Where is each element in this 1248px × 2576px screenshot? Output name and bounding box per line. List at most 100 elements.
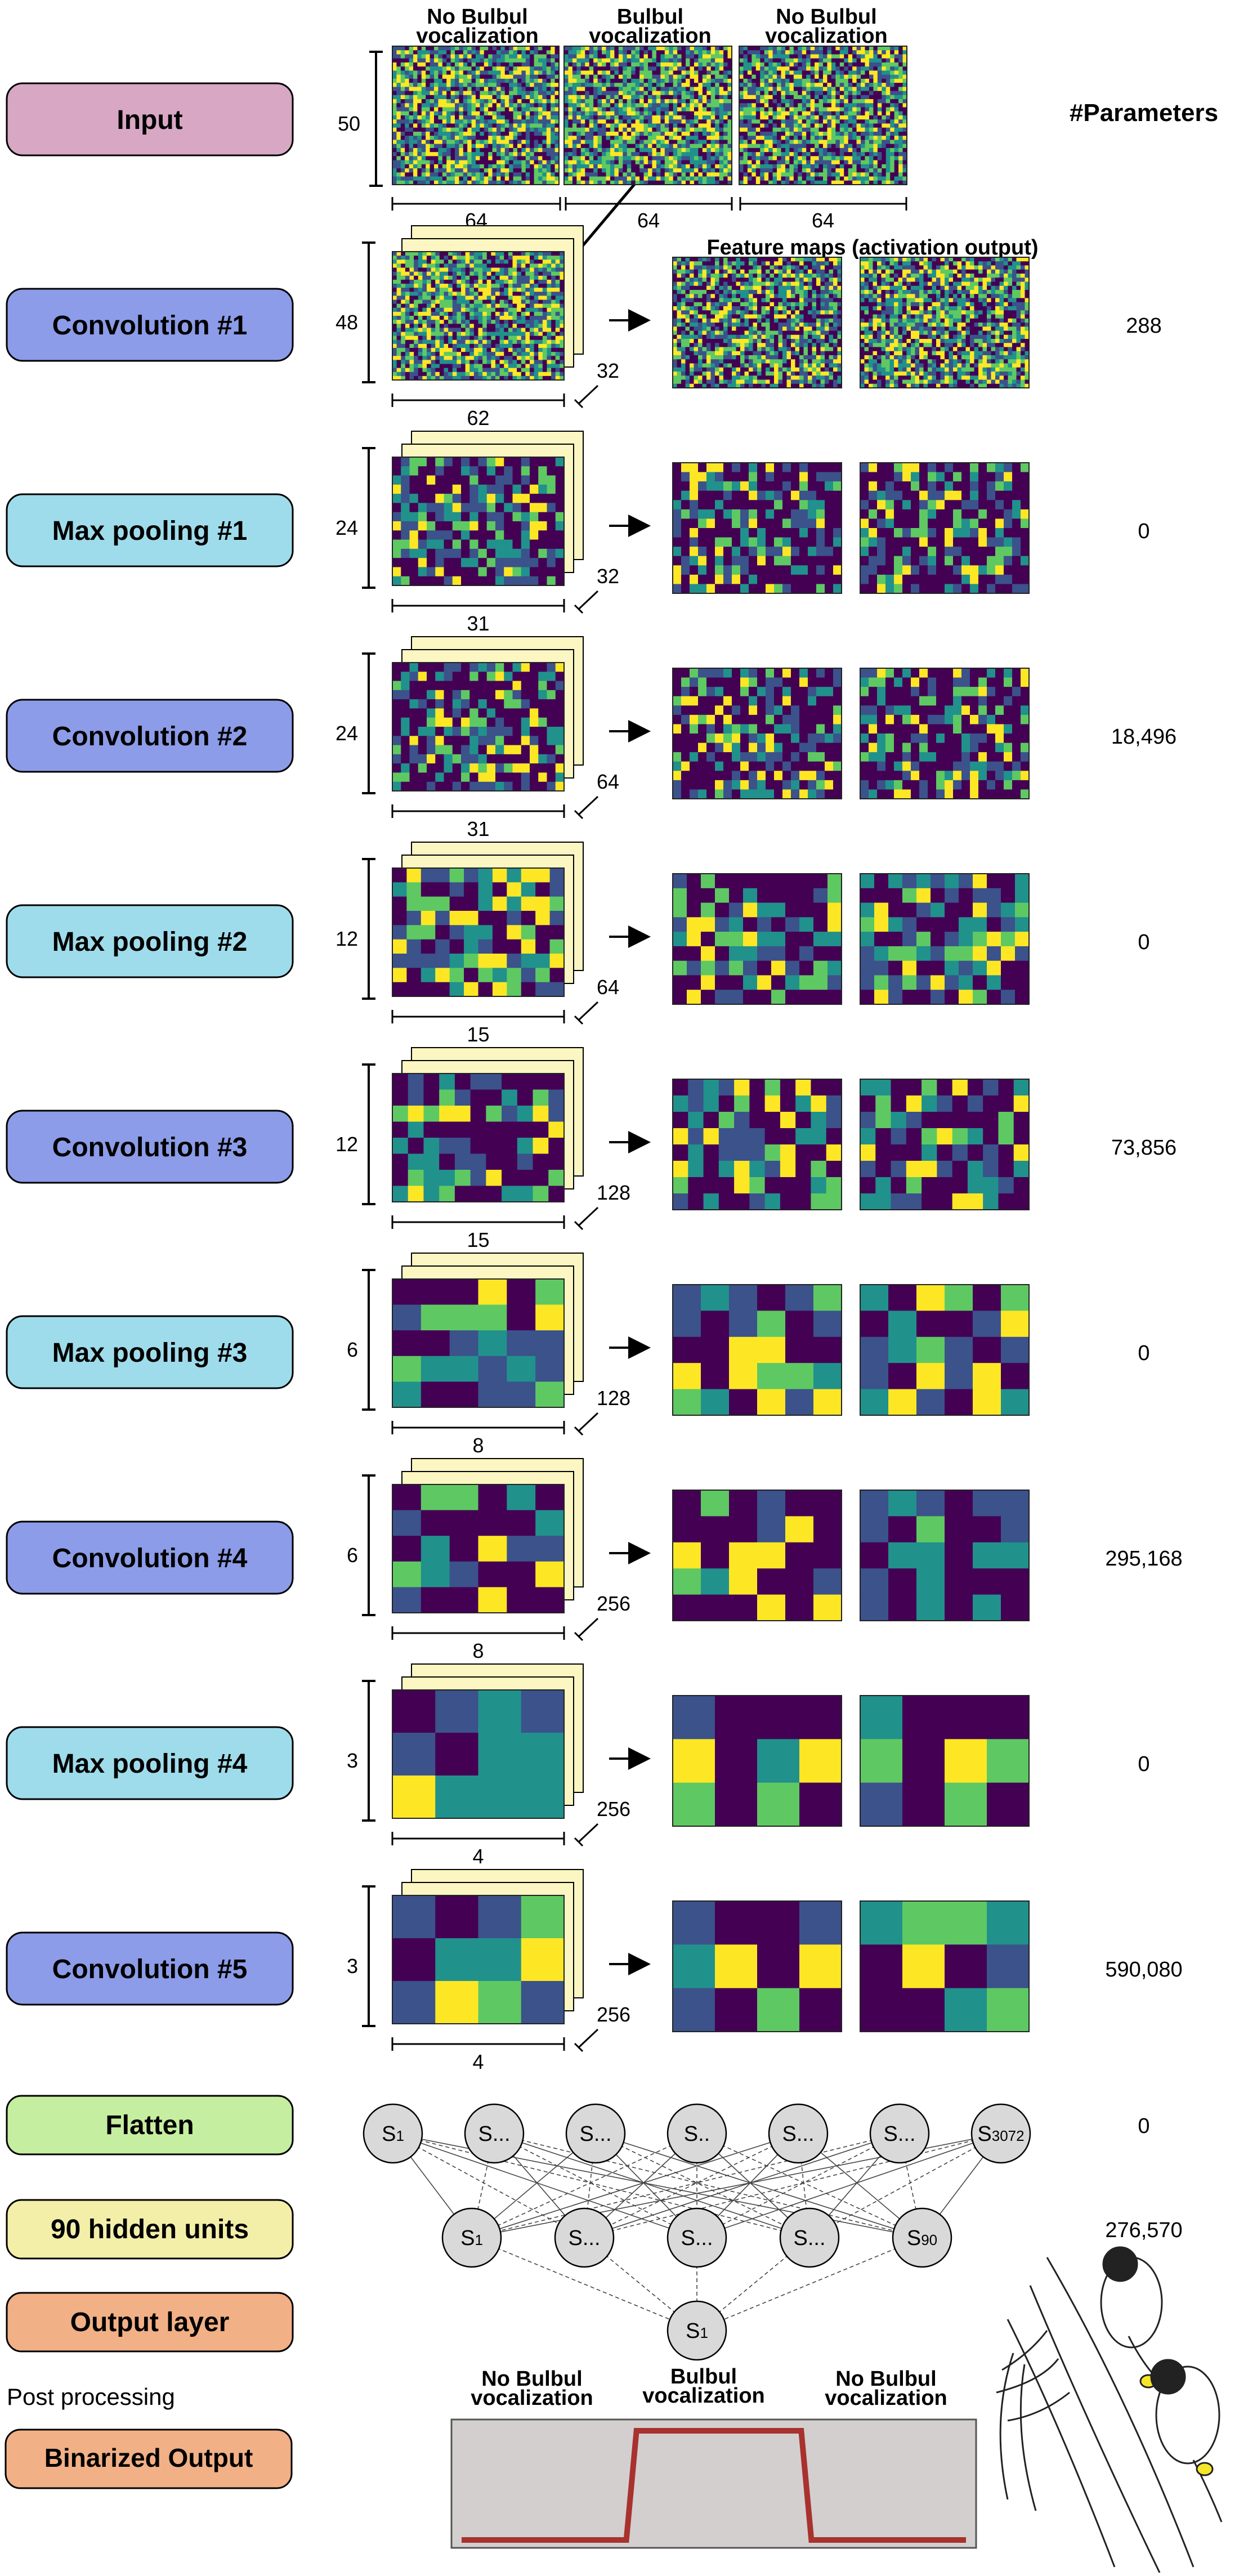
layer-volume-front xyxy=(392,1895,565,2024)
layer-depth-label: 32 xyxy=(597,359,619,382)
layer-label-box xyxy=(6,288,294,362)
segment-label-1-line1: No Bulbul xyxy=(481,2367,582,2391)
layer-height-label: 6 xyxy=(347,1544,358,1567)
layer-label: Max pooling #3 xyxy=(52,1338,248,1368)
node-symbol: S... xyxy=(883,2122,915,2146)
flatten-node: S3072 xyxy=(970,2103,1031,2164)
layer-width-label: 15 xyxy=(467,1228,489,1251)
layer-param-count: 288 xyxy=(1126,314,1161,338)
segment-label-2-line2: vocalization xyxy=(642,2384,765,2408)
segment-label-3-line2: vocalization xyxy=(825,2386,947,2410)
input-label-1-line2: vocalization xyxy=(416,24,539,48)
dense-label-box xyxy=(6,2199,294,2260)
node-symbol: S... xyxy=(681,2226,713,2250)
layer-height-label: 48 xyxy=(336,311,358,334)
layer-depth-label: 64 xyxy=(597,976,619,999)
layer-depth-label: 32 xyxy=(597,565,619,588)
feature-maps-title: Feature maps (activation output) xyxy=(706,236,1038,260)
feature-map-1 xyxy=(672,668,842,799)
flatten-node: S... xyxy=(565,2103,626,2164)
layer-label: Convolution #4 xyxy=(52,1544,248,1573)
layer-height-label: 3 xyxy=(347,1749,358,1772)
hidden-node: S90 xyxy=(892,2207,952,2268)
layer-depth-label: 64 xyxy=(597,770,619,793)
layer-width-label: 4 xyxy=(472,2050,484,2073)
input-spectrogram-no-bulbul-1 xyxy=(392,46,560,185)
layer-label: Convolution #3 xyxy=(52,1133,248,1162)
feature-map-1 xyxy=(672,462,842,594)
bulbul-bird-illustration-icon xyxy=(996,2246,1223,2573)
input-label-2-line2: vocalization xyxy=(589,24,712,48)
layer-volume-front xyxy=(392,867,565,997)
input-label-3-line2: vocalization xyxy=(765,24,888,48)
layer-depth-label: 128 xyxy=(597,1387,630,1410)
input-spectrogram-bulbul xyxy=(563,46,732,185)
layer-volume-front xyxy=(392,251,565,381)
input-dimensions: 50 64 64 64 xyxy=(338,51,907,232)
feature-map-2 xyxy=(860,1490,1030,1621)
feature-map-2 xyxy=(860,257,1030,388)
layer-label: Max pooling #4 xyxy=(52,1749,248,1779)
post-processing-title: Post processing xyxy=(7,2383,175,2410)
layer-param-count: 0 xyxy=(1138,931,1149,954)
dense-param-count: 276,570 xyxy=(1105,2219,1182,2242)
binarized-output-label: Binarized Output xyxy=(44,2443,253,2472)
flatten-node: S.. xyxy=(667,2103,727,2164)
layer-label: Max pooling #2 xyxy=(52,927,248,957)
feature-map-1 xyxy=(672,873,842,1005)
layer-width-label: 4 xyxy=(472,1845,484,1868)
layer-width-label: 15 xyxy=(467,1023,489,1046)
layer-label-box xyxy=(6,1726,294,1800)
layer-label-box xyxy=(6,493,294,567)
feature-map-2 xyxy=(860,1695,1030,1827)
layer-row-8: Convolution #4 295,168 6 8 256 xyxy=(6,1458,1183,1662)
input-label-3-line1: No Bulbul xyxy=(776,5,876,29)
layer-label: Convolution #1 xyxy=(52,311,248,341)
layer-param-count: 18,496 xyxy=(1111,725,1177,749)
layer-volume-front xyxy=(392,1278,565,1408)
feature-map-1 xyxy=(672,1490,842,1621)
node-subscript: 1 xyxy=(396,2127,404,2144)
layer-label: Convolution #2 xyxy=(52,722,248,752)
node-symbol: S... xyxy=(478,2122,510,2146)
layer-label-box xyxy=(6,1520,294,1595)
binarized-signal-line xyxy=(462,2428,966,2543)
input-labels: No Bulbul vocalization Bulbul vocalizati… xyxy=(416,5,888,48)
flatten-node: S... xyxy=(869,2103,930,2164)
layer-param-count: 295,168 xyxy=(1105,1547,1182,1571)
node-symbol: S.. xyxy=(684,2122,710,2146)
dense-label-box xyxy=(6,2095,294,2155)
layer-label-box xyxy=(6,699,294,773)
feature-map-1 xyxy=(672,257,842,388)
layer-label-box xyxy=(6,1931,294,2006)
segment-label-3-line1: No Bulbul xyxy=(835,2367,936,2391)
node-subscript: 1 xyxy=(700,2324,708,2341)
layer-depth-label: 256 xyxy=(597,1592,630,1615)
binarized-output-label-box xyxy=(5,2429,293,2489)
node-subscript: 90 xyxy=(921,2231,937,2248)
layer-volume-front xyxy=(392,457,565,586)
layer-volume-front xyxy=(392,662,565,791)
layer-param-count: 73,856 xyxy=(1111,1136,1177,1160)
segment-label-1-line2: vocalization xyxy=(471,2386,593,2410)
input-width-label-2: 64 xyxy=(637,209,660,232)
layer-label-box xyxy=(6,904,294,978)
layer-width-label: 8 xyxy=(472,1639,484,1662)
input-label-1-line1: No Bulbul xyxy=(427,5,527,29)
dense-label: Flatten xyxy=(105,2110,194,2140)
node-symbol: S xyxy=(907,2226,921,2250)
node-symbol: S... xyxy=(568,2226,600,2250)
parameters-column-title: #Parameters xyxy=(1070,99,1218,127)
node-subscript: 3072 xyxy=(992,2127,1025,2144)
layer-label: Input xyxy=(117,105,182,135)
node-symbol: S... xyxy=(782,2122,814,2146)
layer-volume-front xyxy=(392,1073,565,1202)
